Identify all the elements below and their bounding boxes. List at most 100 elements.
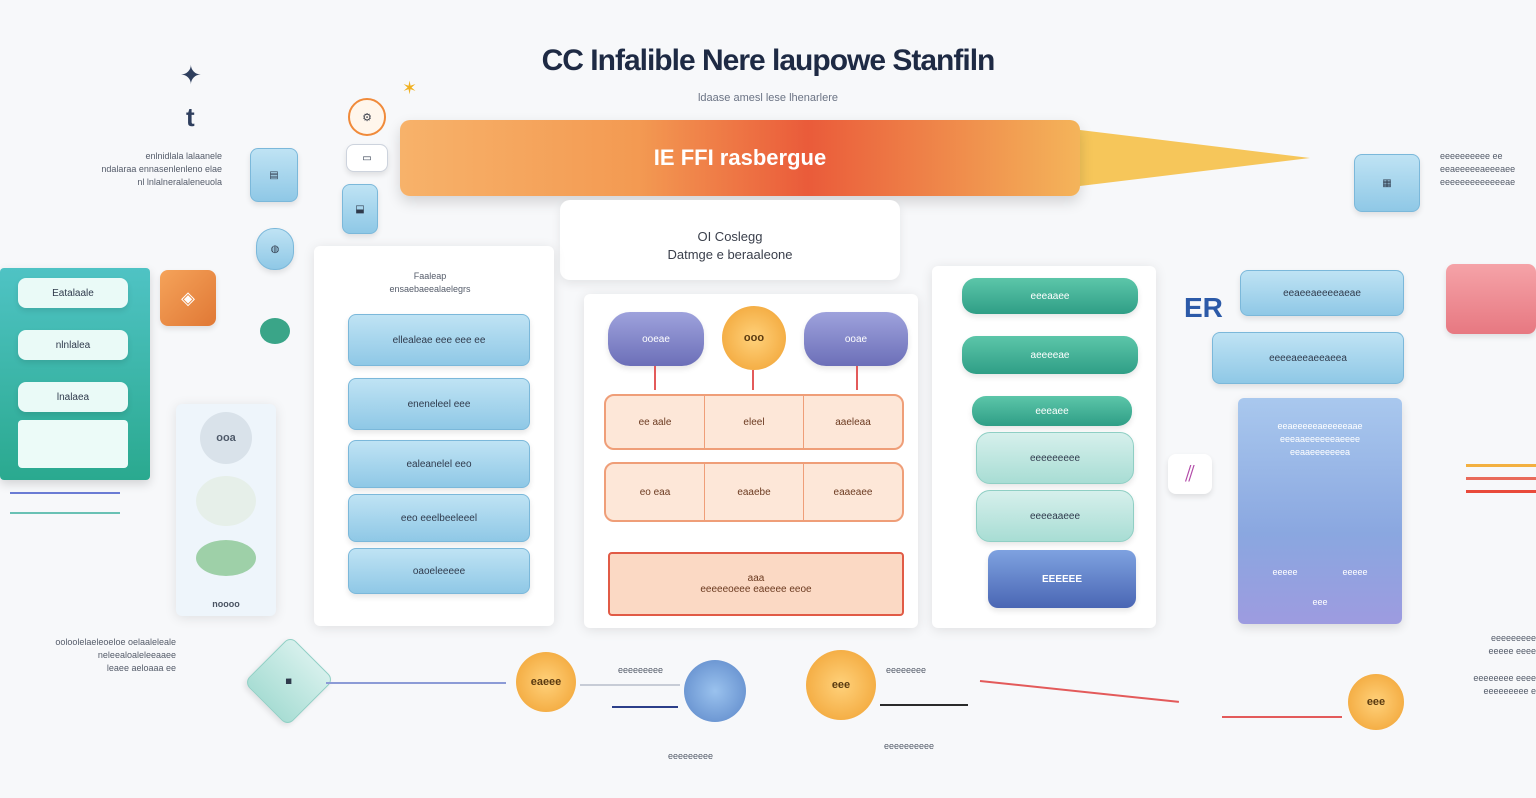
bottom-label: eeeeeeee (886, 665, 927, 675)
banner-subpanel (560, 200, 900, 280)
bulb-icon: ◍ (256, 228, 294, 270)
column-five-item: eeaeeaeeeeaeae (1240, 270, 1404, 316)
bottom-circle: eaeee (516, 652, 576, 712)
circle-node: ooa (200, 412, 252, 464)
column-five-row: eeaaeeeeeeea (1289, 447, 1351, 457)
right-bottom-line: eeeeeeee eeee (1473, 673, 1536, 683)
cube-icon: ◆ (243, 635, 335, 727)
grid-cell: eaaebe (705, 464, 804, 520)
grid-cell: ee aale (606, 396, 705, 448)
banner-sub-line-2: Datmge e beraaleone (667, 247, 793, 262)
connector (612, 706, 678, 708)
bottom-label: eeeeeeeee (618, 665, 664, 675)
left-card-blank (18, 420, 128, 468)
left-bottom-line: leaee aeloaaa ee (106, 663, 176, 673)
right-text-block: eeeeeeeeee ee eeaeeeeeaeeeaee eeeeeeeeee… (1440, 150, 1536, 189)
bottom-circle: eee (806, 650, 876, 720)
right-bottom-line: eeeeeeeee e (1483, 686, 1536, 696)
column-two-header-line: ensaebaeealaelegrs (389, 284, 471, 294)
connector (979, 680, 1180, 703)
center-footer-line: aaa (747, 573, 765, 584)
connector (752, 370, 754, 390)
column-five-row: eeaeeeeeaeeeeeaae (1277, 421, 1363, 431)
column-five-foot: eeeee eeeee (1250, 566, 1390, 579)
bottom-label: eeeeeeeee (668, 751, 714, 761)
orange-cube-icon: ◈ (160, 270, 216, 326)
column-five-foot-item: eeeee (1272, 567, 1298, 577)
column-two-header: Faaleap ensaebaeealaelegrs (330, 270, 530, 296)
center-pill: ooo (722, 306, 786, 370)
column-five-row: eeeaaeeeeeeaeeee (1279, 434, 1361, 444)
tag-icon: ⬓ (342, 184, 378, 234)
column-five-foot-item: eeeee (1342, 567, 1368, 577)
bottom-circle: eee (1348, 674, 1404, 730)
left-bottom-text: ooloolelaeleoeloe oelaaleleale neleealoa… (0, 636, 176, 675)
right-text-line: eeaeeeeeaeeeaee (1440, 164, 1516, 174)
column-four-item: aeeeeae (962, 336, 1138, 374)
left-text-block: enlnidlala lalaanele ndalaraa ennasenlen… (42, 150, 222, 189)
right-lines (1466, 460, 1536, 514)
right-bottom-line: eeeee eeee (1488, 646, 1536, 656)
connector (326, 682, 506, 684)
connector (654, 366, 656, 390)
banner-sub-line-1: OI Coslegg (697, 229, 763, 244)
column-two-item: oaoeleeeee (348, 548, 530, 594)
left-card: Eatalaale (18, 278, 128, 308)
center-pill: ooeae (608, 312, 704, 366)
circle-node (196, 476, 256, 526)
column-two-item: ellealeae eee eee ee (348, 314, 530, 366)
left-text-line: ndalaraa ennasenlenleno elae (101, 164, 222, 174)
column-five-panel (1238, 398, 1402, 624)
connector (880, 704, 968, 706)
gear-icon: ⚙ (348, 98, 386, 136)
page-subtitle: ldaase amesl lese lhenarlere (697, 92, 839, 104)
column-four-final: EEEEEE (988, 550, 1136, 608)
column-two-header-line: Faaleap (413, 271, 447, 281)
left-text-line: nl lnlalneralaleneuola (137, 177, 222, 187)
arrow-up-icon: ✦ (180, 60, 202, 90)
column-four-item: eeeeaaeee (976, 490, 1134, 542)
right-text-line: eeeeeeeeeeeeeae (1440, 177, 1516, 187)
banner-arrowhead (1080, 130, 1310, 186)
left-card: lnalaea (18, 382, 128, 412)
right-bottom-text: eeeeeeeee eeeee eeee eeeeeeee eeee eeeee… (1420, 632, 1536, 698)
right-text-line: eeeeeeeeee ee (1440, 151, 1503, 161)
grid-cell: aaeleaa (835, 416, 871, 428)
connector (856, 366, 858, 390)
column-two-item: eneneleel eee (348, 378, 530, 430)
left-text-line: enlnidlala lalaanele (145, 151, 222, 161)
bottom-circle (684, 660, 746, 722)
connector (1222, 716, 1342, 718)
connector (580, 684, 680, 686)
column-four-item: eeeaaee (962, 278, 1138, 314)
column-five-foot-item: eee (1312, 597, 1328, 607)
left-card: nlnlalea (18, 330, 128, 360)
grid-cell: eo eaa (606, 464, 705, 520)
chart-icon: ⫽ (1168, 454, 1212, 494)
circle-node (196, 540, 256, 576)
right-bottom-line: eeeeeeeee (1490, 633, 1536, 643)
column-two-item: eeo eeelbeeleeel (348, 494, 530, 542)
center-footer-box: aaa eeeeeoeee eaeeee eeoe (608, 552, 904, 616)
center-grid-row: ee aale eleel aaeleaa (604, 394, 904, 450)
bottom-label: eeeeeeeeee (884, 741, 935, 751)
calendar-icon: ▦ (1354, 154, 1420, 212)
center-footer-line: eeeeeoeee eaeeee eeoe (700, 584, 812, 595)
column-five-item: eeeeaeeaeeaeea (1212, 332, 1404, 384)
grid-cell: eaaeaee (833, 486, 873, 498)
banner-subpanel-text: OI Coslegg Datmge e beraaleone (560, 228, 900, 264)
leaf-icon (260, 318, 290, 344)
column-five-rows: eeaeeeeeaeeeeeaae eeeaaeeeeeeaeeee eeaae… (1250, 420, 1390, 459)
badge-text: ER (1184, 292, 1223, 323)
text-icon: t (186, 102, 195, 132)
center-grid-row: eo eaa eaaebe eaaeaee (604, 462, 904, 522)
document-icon: ▤ (250, 148, 298, 202)
column-two-item: ealeanelel eeo (348, 440, 530, 488)
left-bottom-line: neleealoaleleeaaee (97, 650, 176, 660)
page-title: CC Infalible Nere laupowe Stanfiln (541, 44, 996, 77)
main-banner: IE FFI rasbergue (400, 120, 1080, 196)
column-four-item: eeeeeeeee (976, 432, 1134, 484)
grid-cell: eleel (705, 396, 804, 448)
left-footer-label: noooo (212, 599, 240, 609)
sun-icon: ✶ (402, 78, 418, 98)
